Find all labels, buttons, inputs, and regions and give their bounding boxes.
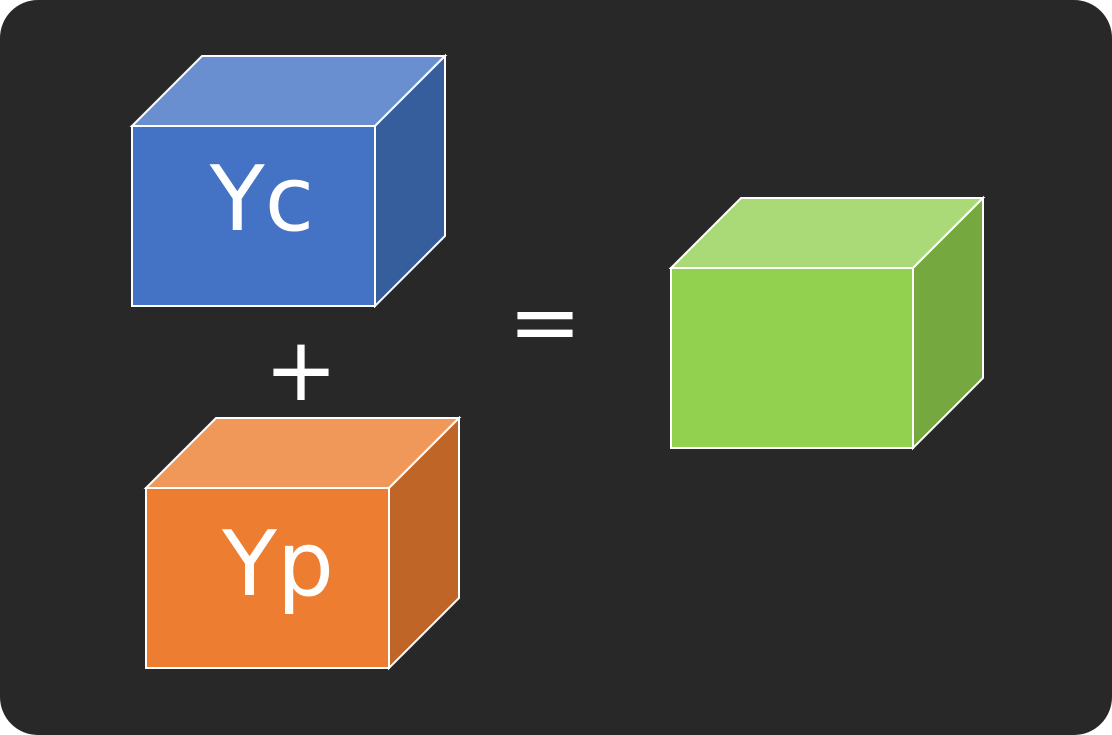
cube-result-front <box>670 267 914 449</box>
cube-yc: Yc <box>129 53 448 309</box>
cube-yp-label: Yp <box>221 512 334 617</box>
cube-result <box>668 195 986 451</box>
plus-operator: + <box>264 318 338 421</box>
cube-yc-front <box>131 125 376 307</box>
cube-yp-front <box>145 487 390 669</box>
cube-yc-label: Yc <box>209 147 314 252</box>
cube-yp: Yp <box>143 415 462 671</box>
equals-operator: = <box>508 270 582 373</box>
